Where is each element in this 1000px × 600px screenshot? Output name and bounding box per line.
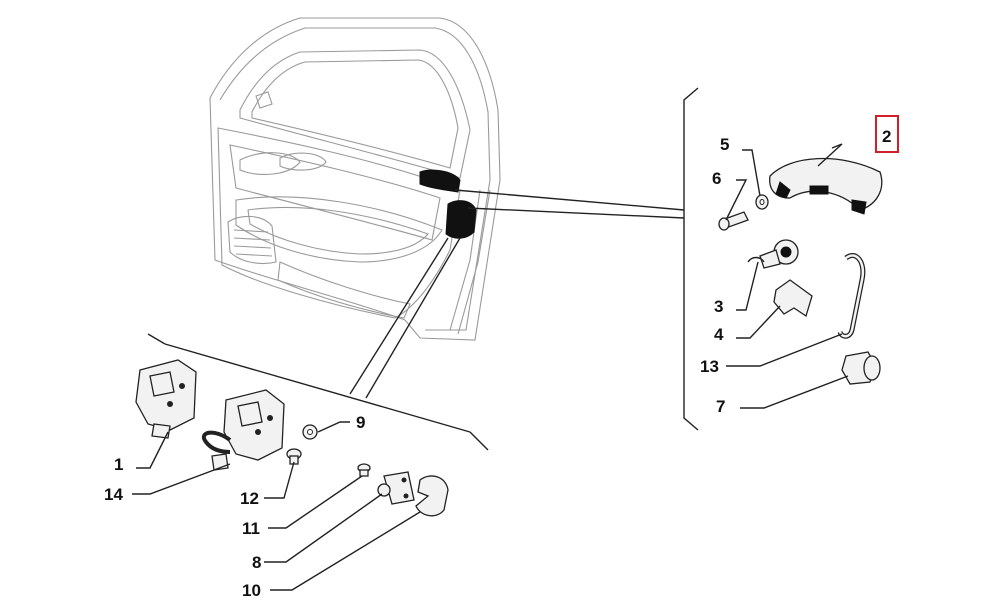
shim-part <box>415 475 449 517</box>
rod-part <box>837 253 866 339</box>
lock-cylinder-part <box>747 239 799 269</box>
door-lock-part <box>135 359 197 439</box>
label-part-7: 7 <box>716 397 725 416</box>
label-part-4: 4 <box>714 325 724 344</box>
label-part-12: 12 <box>240 489 259 508</box>
bushing-part <box>841 351 881 385</box>
washer-part <box>755 194 769 210</box>
label-part-14: 14 <box>104 485 123 504</box>
screw-small-part <box>286 448 302 465</box>
highlight-box-part-2 <box>875 115 899 153</box>
label-part-6: 6 <box>712 169 721 188</box>
door-outline <box>209 17 501 341</box>
label-part-9: 9 <box>356 413 365 432</box>
label-part-5: 5 <box>720 135 729 154</box>
leader-lines <box>132 143 849 591</box>
label-part-1: 1 <box>114 455 123 474</box>
label-part-10: 10 <box>242 581 261 600</box>
tiny-screw-part <box>357 463 371 477</box>
clip-part <box>773 279 813 318</box>
label-part-3: 3 <box>714 297 723 316</box>
screw-part <box>718 211 749 231</box>
lower-group-bracket <box>147 237 489 451</box>
label-part-8: 8 <box>252 553 261 572</box>
label-part-2: 2 <box>882 127 891 146</box>
label-part-11: 11 <box>242 519 260 538</box>
inner-handle-part <box>769 157 883 215</box>
nut-part <box>302 424 318 440</box>
striker-part <box>377 471 415 505</box>
label-part-13: 13 <box>700 357 719 376</box>
door-lock-wired-part <box>202 389 285 471</box>
right-group-bracket <box>454 87 699 431</box>
